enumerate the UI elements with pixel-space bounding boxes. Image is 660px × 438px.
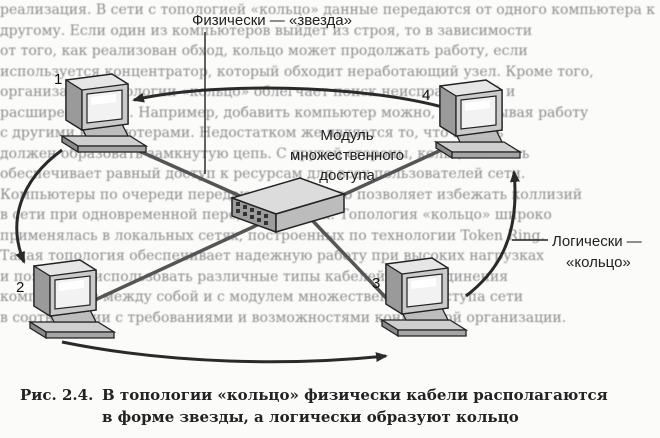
- caption-line2: в форме звезды, а логически образуют кол…: [102, 408, 519, 426]
- background-text-line: реализация. В сети с топологией «кольцо»…: [0, 2, 656, 18]
- computer-1-number: 1: [54, 71, 62, 88]
- ring-star-diagram: 1 2 3 4 Физически — «звезда» Модуль множ…: [15, 12, 642, 364]
- background-text-line: применялась в локальных сетях, построенн…: [0, 227, 545, 244]
- multistation-access-unit: [229, 177, 347, 234]
- logical-ring-label-line1: Логически —: [552, 233, 642, 250]
- star-cable-4: [331, 144, 451, 202]
- computer-4: [435, 79, 521, 159]
- background-text-line: от того, как реализован обход, кольцо мо…: [0, 43, 528, 59]
- module-label-line1: Модуль: [320, 127, 373, 144]
- background-text-line: Такая топология обеспечивает надежную ра…: [0, 248, 545, 264]
- module-label-line3: доступа: [319, 167, 375, 184]
- logical-ring-arc-1-to-2: [15, 148, 63, 264]
- computer-4-number: 4: [422, 87, 430, 104]
- computer-2-number: 2: [16, 279, 24, 296]
- star-cable-3: [308, 216, 392, 304]
- logical-ring-arc-3-to-4: [465, 170, 520, 298]
- logical-ring-arc-2-to-3: [61, 340, 388, 364]
- physical-star-label: Физически — «звезда»: [192, 12, 352, 29]
- caption-line1: В топологии «кольцо» физически кабели ра…: [102, 386, 608, 404]
- computer-2: [29, 259, 115, 339]
- figure-number: Рис. 2.4.: [20, 386, 94, 404]
- computer-3-number: 3: [372, 275, 380, 292]
- logical-ring-label-line2: «кольцо»: [566, 254, 631, 271]
- background-text-line: используется концентратор, который обход…: [0, 63, 594, 80]
- module-label-line2: множественного: [290, 147, 404, 164]
- computer-3: [381, 257, 467, 337]
- background-text-line: и позволяет использовать различные типы …: [0, 268, 509, 285]
- star-cable-2: [81, 218, 269, 308]
- logical-ring-arc-4-to-1: [132, 86, 447, 110]
- background-text-line: другому. Если один из компьютеров выйдет…: [0, 22, 533, 39]
- computer-1: [61, 73, 147, 153]
